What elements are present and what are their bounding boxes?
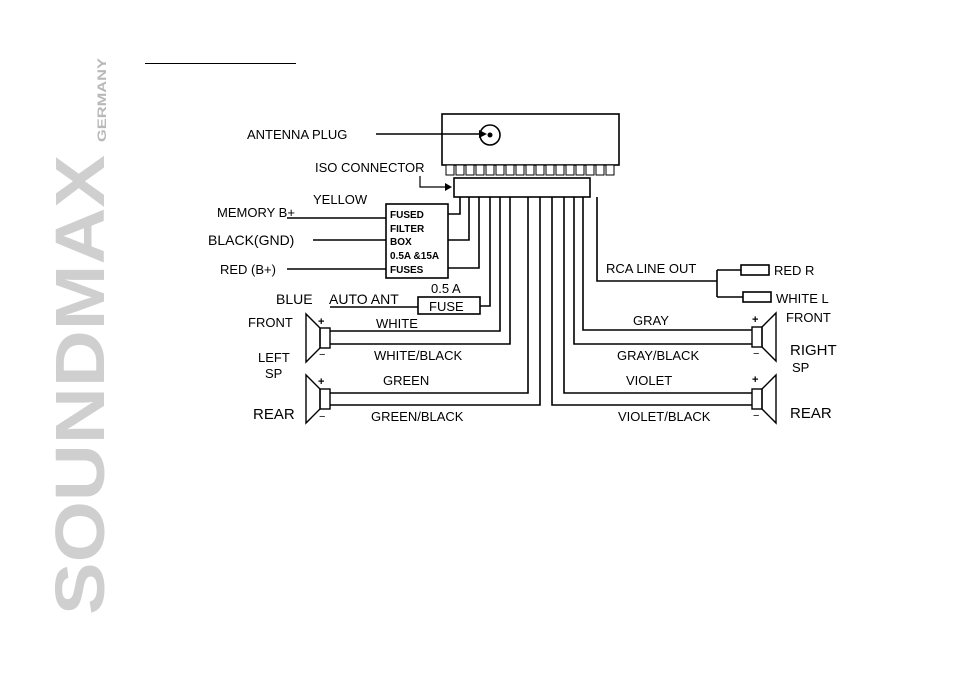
polarity-plus: + [752,374,758,386]
polarity-minus: − [319,349,325,361]
label-red-b: RED (B+) [220,262,276,277]
label-left-front: FRONT [248,315,293,330]
iso-arrow-line [420,176,446,187]
label-left-rear: REAR [253,406,295,423]
label-right-sp: RIGHT [790,342,837,359]
label-red-r: RED R [774,263,814,278]
label-white-black: WHITE/BLACK [374,348,462,363]
label-green-black: GREEN/BLACK [371,409,464,424]
label-violet-black: VIOLET/BLACK [618,409,711,424]
label-fuse: FUSE [429,299,464,314]
filter-box-line: BOX [390,237,412,248]
polarity-minus: − [319,411,325,423]
label-violet: VIOLET [626,373,672,388]
label-gray-black: GRAY/BLACK [617,348,699,363]
filter-box-line: 0.5A &15A [390,251,439,262]
filter-box-line: FILTER [390,224,425,235]
label-rca-line-out: RCA LINE OUT [606,261,696,276]
label-auto-ant: AUTO ANT [329,291,399,307]
label-fuse-rating: 0.5 A [431,281,461,296]
rca-plug-red [741,265,769,275]
label-green: GREEN [383,373,429,388]
iso-arrow-head [445,183,452,191]
polarity-plus: + [318,316,324,328]
label-right-front: FRONT [786,310,831,325]
filter-box-line: FUSED [390,210,424,221]
label-yellow: YELLOW [313,192,368,207]
label-iso-connector: ISO CONNECTOR [315,160,425,175]
label-memory-b: MEMORY B+ [217,205,295,220]
label-right-sp: SP [792,360,809,375]
label-left-sp: SP [265,366,282,381]
rca-plug-white [743,292,771,302]
label-white: WHITE [376,316,418,331]
label-right-rear: REAR [790,405,832,422]
label-left-sp: LEFT [258,350,290,365]
head-unit [442,114,619,165]
polarity-plus: + [318,376,324,388]
label-black-gnd: BLACK(GND) [208,232,294,248]
filter-box-line: FUSES [390,265,424,276]
polarity-minus: − [753,410,759,422]
connector-pins [446,165,614,175]
label-antenna-plug: ANTENNA PLUG [247,127,347,142]
polarity-minus: − [753,348,759,360]
antenna-socket-pin [488,133,493,138]
label-white-l: WHITE L [776,291,829,306]
iso-connector [454,178,590,197]
polarity-plus: + [752,314,758,326]
label-gray: GRAY [633,313,669,328]
label-blue: BLUE [276,291,313,307]
